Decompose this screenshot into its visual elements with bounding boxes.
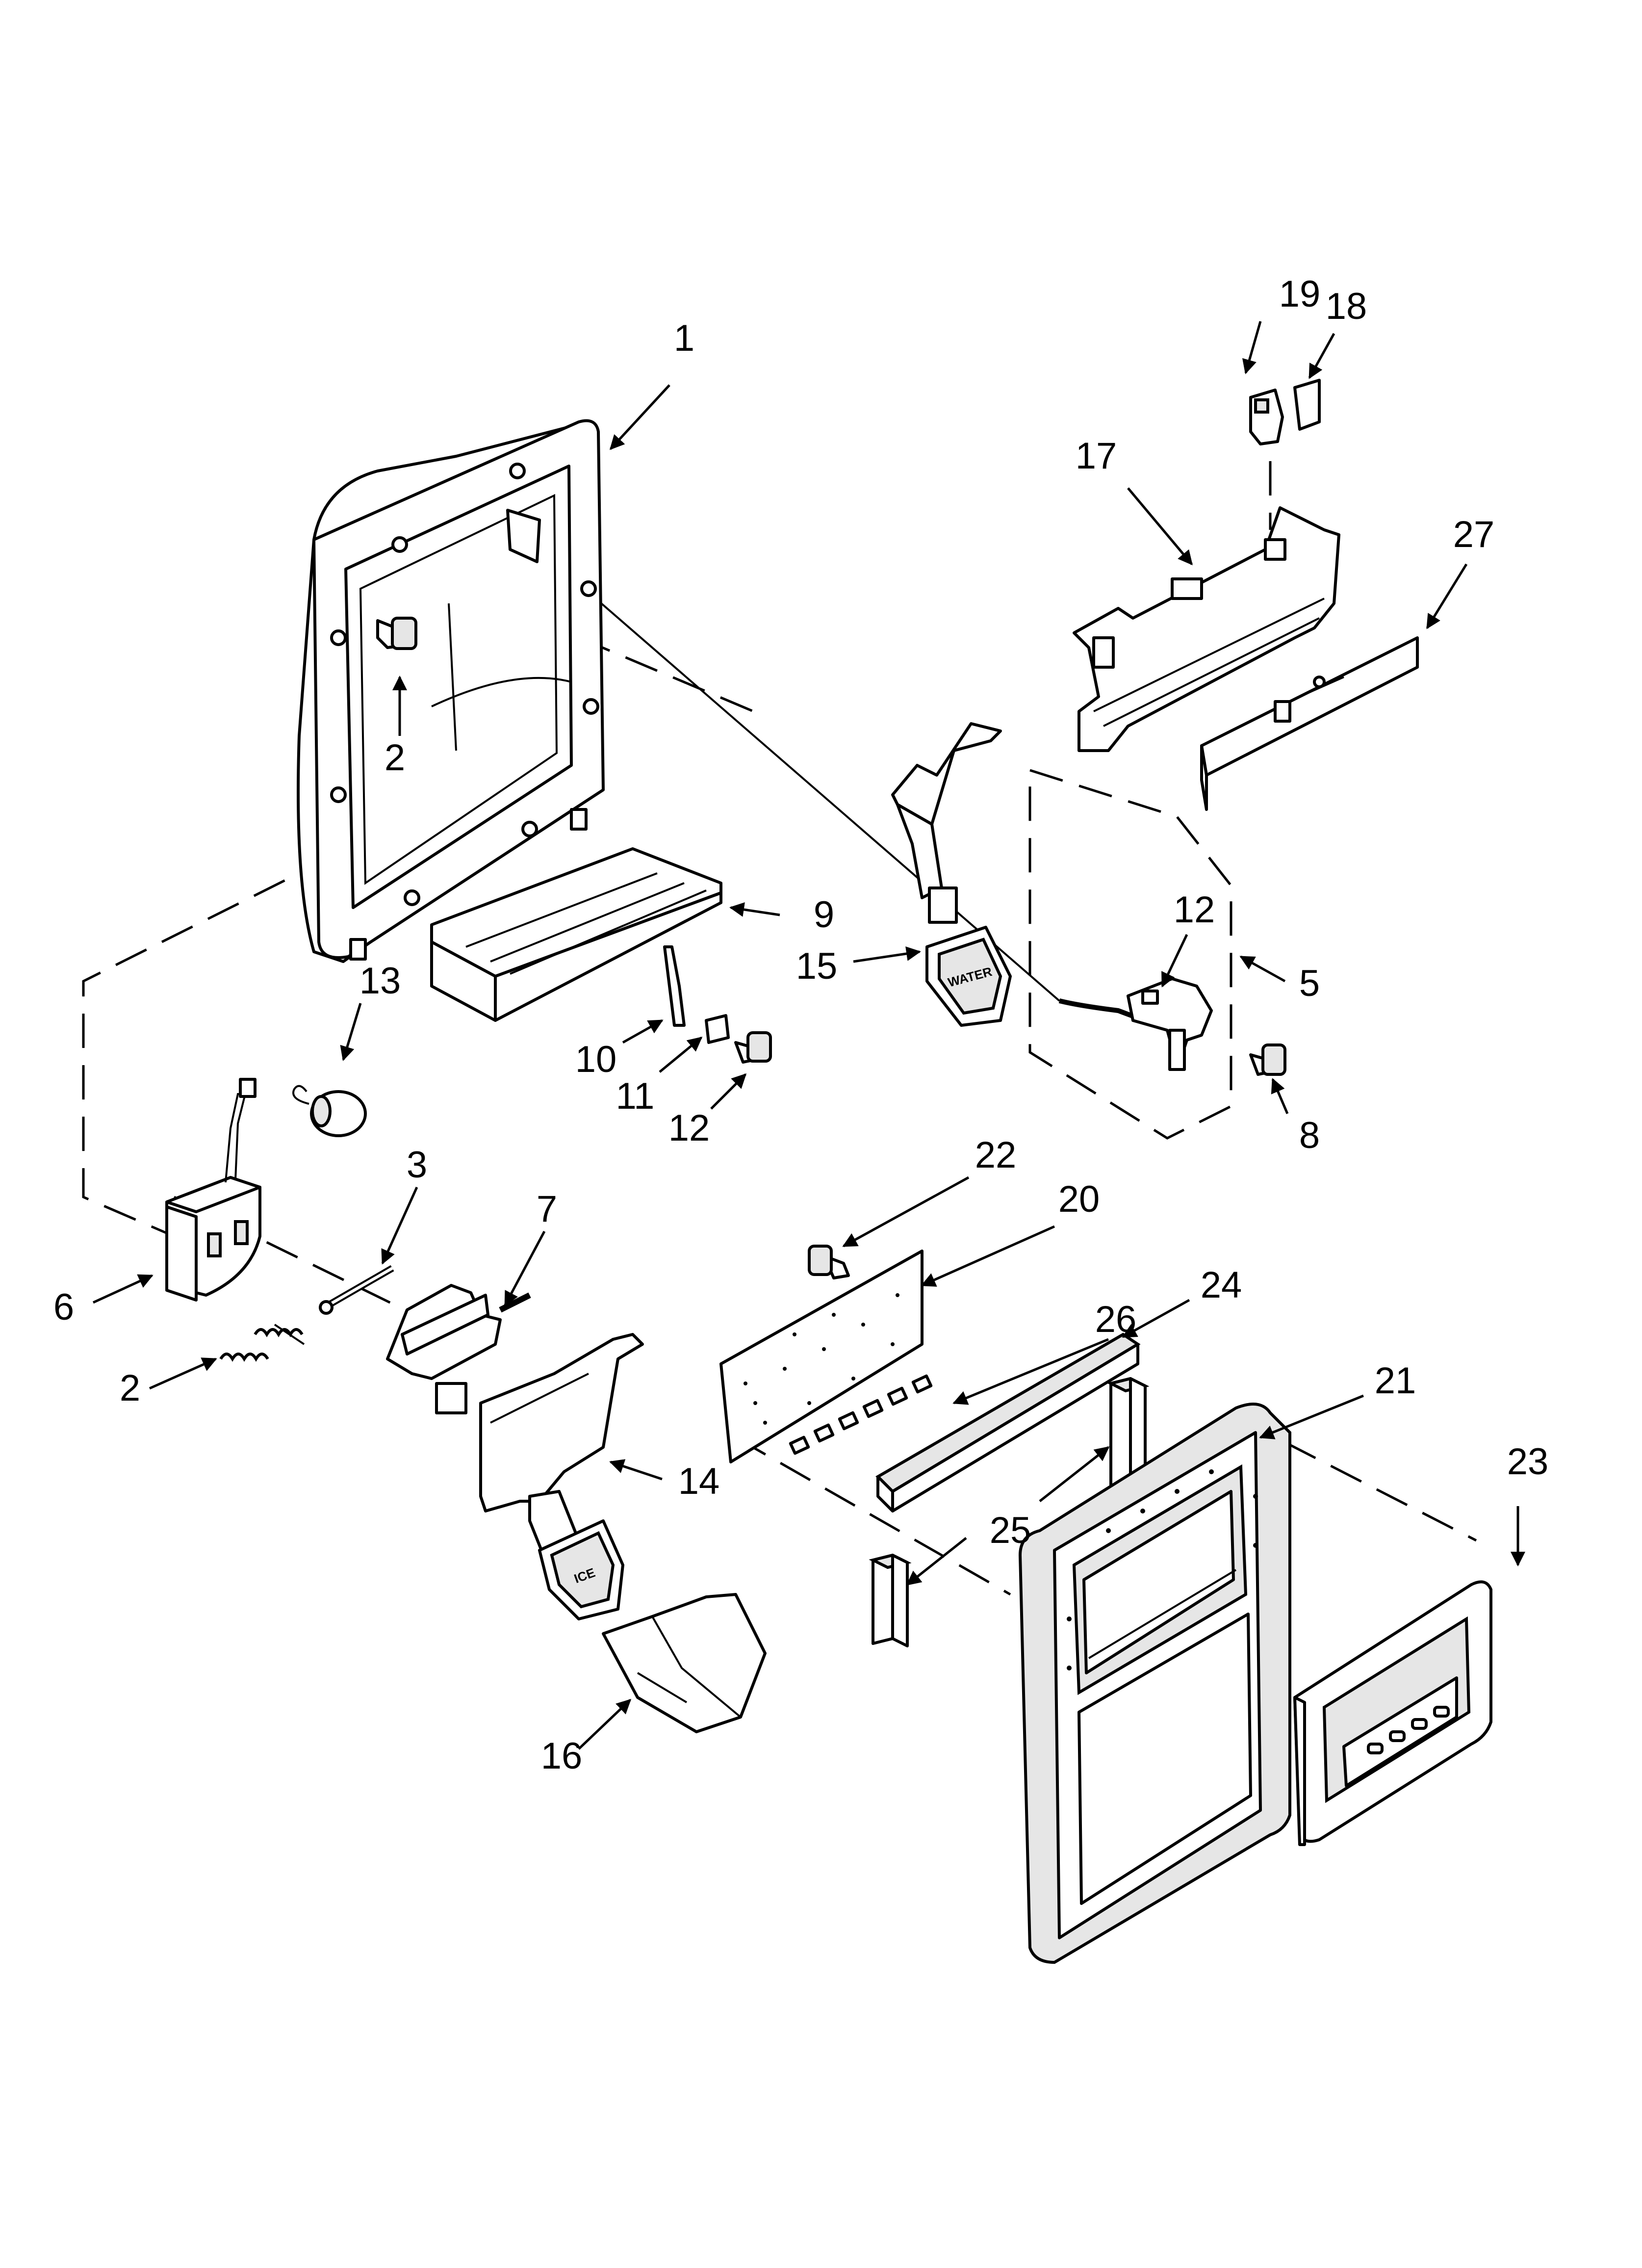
callout-1: 1 xyxy=(674,317,694,359)
callout-3: 3 xyxy=(407,1144,427,1186)
board-components xyxy=(744,1293,899,1425)
dispenser-housing-part-1 xyxy=(297,419,605,963)
frame-screw-holes xyxy=(330,463,599,906)
spring-clip-part-10 xyxy=(663,945,686,1027)
circuit-board-part-20 xyxy=(719,1250,924,1463)
foam-strip-part-24 xyxy=(875,1332,1141,1512)
callout-21: 21 xyxy=(1375,1360,1416,1402)
callout-23: 23 xyxy=(1507,1441,1549,1483)
callout-25: 25 xyxy=(990,1510,1031,1551)
callout-24: 24 xyxy=(1201,1264,1242,1306)
callout-6: 6 xyxy=(53,1286,74,1328)
switch-bracket-part-12-upper xyxy=(1058,977,1213,1071)
control-housing-part-17 xyxy=(1073,506,1340,752)
callout-18: 18 xyxy=(1326,286,1367,327)
control-module-part-6 xyxy=(165,1078,261,1302)
leader-arrows xyxy=(92,321,1525,1750)
callout-14: 14 xyxy=(678,1460,720,1502)
panel-screw-holes xyxy=(1067,1469,1258,1670)
callout-5: 5 xyxy=(1299,963,1320,1004)
trim-cover-part-23 xyxy=(1293,1580,1492,1846)
callout-27: 27 xyxy=(1453,514,1495,555)
callout-20: 20 xyxy=(1058,1178,1100,1220)
screw-part-22 xyxy=(808,1245,850,1279)
switch-part-19 xyxy=(1249,389,1284,445)
callout-9: 9 xyxy=(814,894,834,936)
callout-16: 16 xyxy=(541,1735,583,1777)
callout-26: 26 xyxy=(1095,1299,1137,1340)
screw-part-12-lower xyxy=(734,1031,772,1064)
callout-12-lower: 12 xyxy=(668,1107,710,1149)
callout-19: 19 xyxy=(1279,273,1321,315)
callout-2-lower: 2 xyxy=(120,1367,140,1409)
water-lever-part-15: WATER xyxy=(891,722,1012,1027)
ice-chute-part-16 xyxy=(602,1593,767,1733)
callout-11: 11 xyxy=(616,1075,655,1117)
screw-part-2-upper xyxy=(376,617,417,650)
drip-tray-part-9 xyxy=(430,847,722,1022)
callout-7: 7 xyxy=(537,1188,557,1230)
callout-10: 10 xyxy=(575,1039,617,1080)
solenoid-part-13 xyxy=(292,1085,367,1137)
callout-17: 17 xyxy=(1076,435,1117,477)
spring-part-2-lower xyxy=(219,1324,305,1362)
callout-8: 8 xyxy=(1299,1115,1320,1156)
control-board-part-27 xyxy=(1200,636,1419,811)
callout-2-upper: 2 xyxy=(385,737,405,779)
foam-block-part-25-lower xyxy=(869,1553,912,1647)
callout-22: 22 xyxy=(975,1134,1017,1176)
pin-part-3 xyxy=(319,1265,394,1315)
ice-lever-part-14: ICE xyxy=(479,1333,644,1620)
screw-part-8 xyxy=(1249,1043,1286,1076)
shim-part-11 xyxy=(705,1014,730,1044)
callout-13: 13 xyxy=(359,960,401,1002)
callout-labels: 1 2 2 3 5 6 7 8 9 10 11 12 12 13 14 15 1… xyxy=(53,273,1548,1777)
front-panel-part-21 xyxy=(1018,1403,1291,1964)
pad-part-18 xyxy=(1293,379,1321,431)
callout-15: 15 xyxy=(796,945,838,987)
callout-12-upper: 12 xyxy=(1174,889,1215,931)
actuator-part-7 xyxy=(386,1284,531,1414)
button-array-part-26 xyxy=(789,1374,933,1455)
